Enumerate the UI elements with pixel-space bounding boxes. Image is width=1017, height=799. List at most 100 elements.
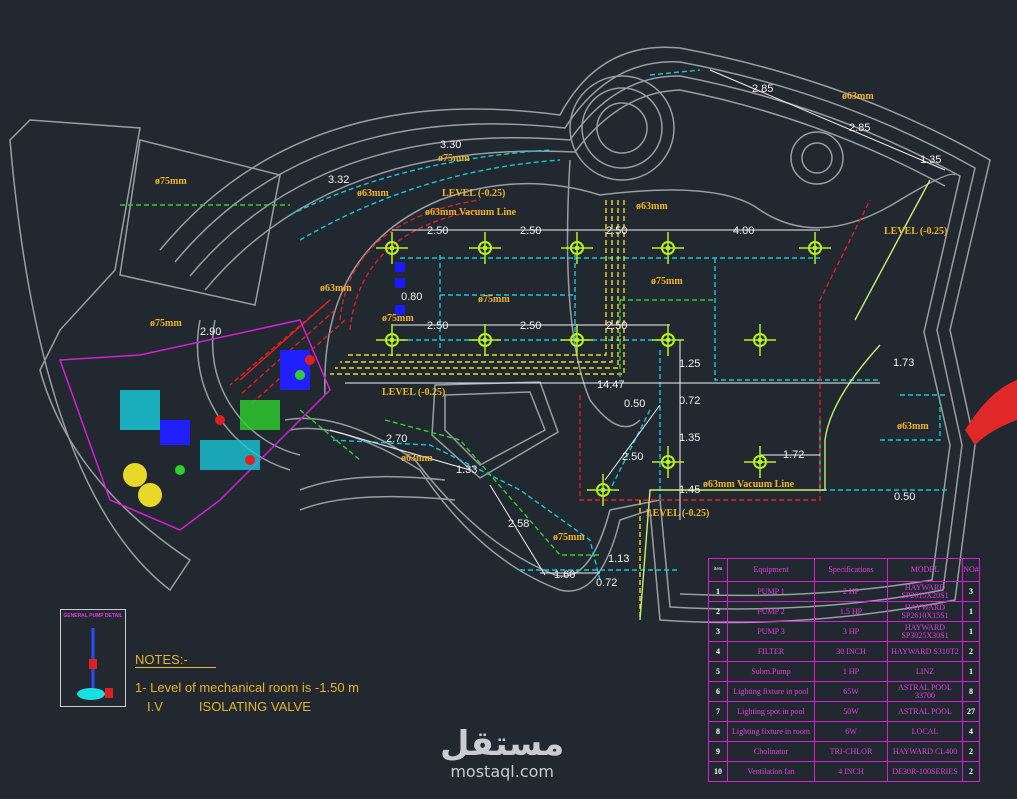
pipe-size-label: ø63mm: [320, 283, 352, 294]
count-cell: 1: [962, 601, 980, 622]
count-cell: 8: [962, 681, 980, 702]
dim-label: 2.70: [386, 433, 407, 445]
equipment-table: item Equipment Specifications MODEL NO# …: [708, 558, 980, 782]
level-label: LEVEL (-0.25): [382, 387, 445, 398]
row-index: 8: [708, 721, 728, 742]
count-cell: 3: [962, 581, 980, 602]
abbr: I.V: [147, 699, 163, 714]
dim-label: 1.45: [679, 484, 700, 496]
row-index: 10: [708, 761, 728, 782]
equipment-cell: PUMP 2: [727, 601, 815, 622]
spec-cell: TRI-CHLOR: [814, 741, 888, 762]
dim-label: 2.85: [752, 83, 773, 95]
model-cell: LINZ: [887, 661, 963, 682]
pipe-labels: ø75mm ø63mm ø75mm ø63mm Vacuum Line ø63m…: [150, 91, 947, 543]
pipe-size-label: ø75mm: [438, 153, 470, 164]
watermark: مستقل mostaql.com: [440, 726, 564, 781]
pool-outline: [9, 46, 991, 624]
dim-label: 0.72: [679, 395, 700, 407]
row-index: 6: [708, 681, 728, 702]
count-cell: 2: [962, 641, 980, 662]
notes-block: NOTES:- 1- Level of mechanical room is -…: [135, 652, 359, 714]
equipment-cell: Subm.Pump: [727, 661, 815, 682]
pipe-size-label: ø63mm: [401, 453, 433, 464]
level-label: LEVEL (-0.25): [884, 226, 947, 237]
light-fixture-icon: [652, 232, 684, 264]
watermark-latin: mostaql.com: [450, 762, 554, 781]
watermark-arabic: مستقل: [440, 724, 565, 764]
pipe-size-label: ø75mm: [651, 276, 683, 287]
spec-cell: 30 INCH: [814, 641, 888, 662]
pump-detail-title: GENERAL PUMP DETAIL: [63, 613, 123, 619]
model-cell: HAYWARD SP2610X15S1: [887, 601, 963, 622]
dim-label: 2.50: [427, 320, 448, 332]
dim-label: 0.72: [596, 577, 617, 589]
equipment-cell: Lighting spot in pool: [727, 701, 815, 722]
col-header-count: NO#: [962, 558, 980, 582]
dim-label: 2.50: [520, 225, 541, 237]
pipe-size-label: ø63mm: [897, 421, 929, 432]
equipment-cell: Lighting fixture in pool: [727, 681, 815, 702]
dimension-labels: 2.50 2.50 2.50 4.00 2.50 2.50 2.50 0.80 …: [200, 83, 941, 589]
pipe-size-label: ø63mm: [636, 201, 668, 212]
light-fixture-icon: [744, 446, 776, 478]
dim-label: 2.50: [606, 320, 627, 332]
light-fixture-icon: [561, 232, 593, 264]
light-fixture-icon: [652, 446, 684, 478]
pipe-size-label: ø63mm: [357, 188, 389, 199]
pipe-size-label: ø63mm Vacuum Line: [703, 479, 795, 490]
pipe-size-label: ø75mm: [150, 318, 182, 329]
light-fixture-icon: [376, 324, 408, 356]
spec-cell: 65W: [814, 681, 888, 702]
light-fixture-icon: [469, 232, 501, 264]
spec-cell: 6W: [814, 721, 888, 742]
row-index: 9: [708, 741, 728, 762]
col-header-specifications: Specifications: [814, 558, 888, 582]
equipment-cell: PUMP 3: [727, 621, 815, 642]
count-cell: 2: [962, 741, 980, 762]
count-cell: 27: [962, 701, 980, 722]
equipment-cell: Cholinator: [727, 741, 815, 762]
spec-cell: 2 HP: [814, 581, 888, 602]
dim-label: 0.50: [624, 398, 645, 410]
model-cell: HAYWARD S310T2: [887, 641, 963, 662]
model-cell: ASTRAL POOL 33700: [887, 681, 963, 702]
note-line: 1- Level of mechanical room is -1.50 m: [135, 680, 359, 695]
dim-label: 1.25: [679, 358, 700, 370]
pipe-size-label: ø75mm: [478, 294, 510, 305]
spec-cell: 3 HP: [814, 621, 888, 642]
mechanical-room-equipment: [58, 262, 405, 531]
dim-label: 1.60: [554, 569, 575, 581]
pipe-size-label: ø63mm Vacuum Line: [425, 207, 517, 218]
spec-cell: 1.5 HP: [814, 601, 888, 622]
pipe-size-label: ø75mm: [155, 176, 187, 187]
equipment-cell: Ventilation fan: [727, 761, 815, 782]
row-index: 7: [708, 701, 728, 722]
model-cell: DE30R-100SERIES: [887, 761, 963, 782]
col-header-model: MODEL: [887, 558, 963, 582]
dim-label: 2.85: [849, 122, 870, 134]
pump-detail-box: GENERAL PUMP DETAIL: [60, 609, 126, 707]
level-label: LEVEL (-0.25): [442, 188, 505, 199]
dim-label: 1.33: [456, 464, 477, 476]
light-fixture-icon: [376, 232, 408, 264]
notes-title: NOTES:-: [135, 652, 216, 668]
row-index: 2: [708, 601, 728, 622]
dim-label: 3.32: [328, 174, 349, 186]
count-cell: 1: [962, 621, 980, 642]
equipment-cell: Lighting fixture in room: [727, 721, 815, 742]
pipe-size-label: ø75mm: [382, 313, 414, 324]
abbr-meaning: ISOLATING VALVE: [198, 699, 311, 714]
dim-label: 1.35: [679, 432, 700, 444]
light-fixture-icon: [799, 232, 831, 264]
count-cell: 4: [962, 721, 980, 742]
pipe-size-label: ø63mm: [842, 91, 874, 102]
